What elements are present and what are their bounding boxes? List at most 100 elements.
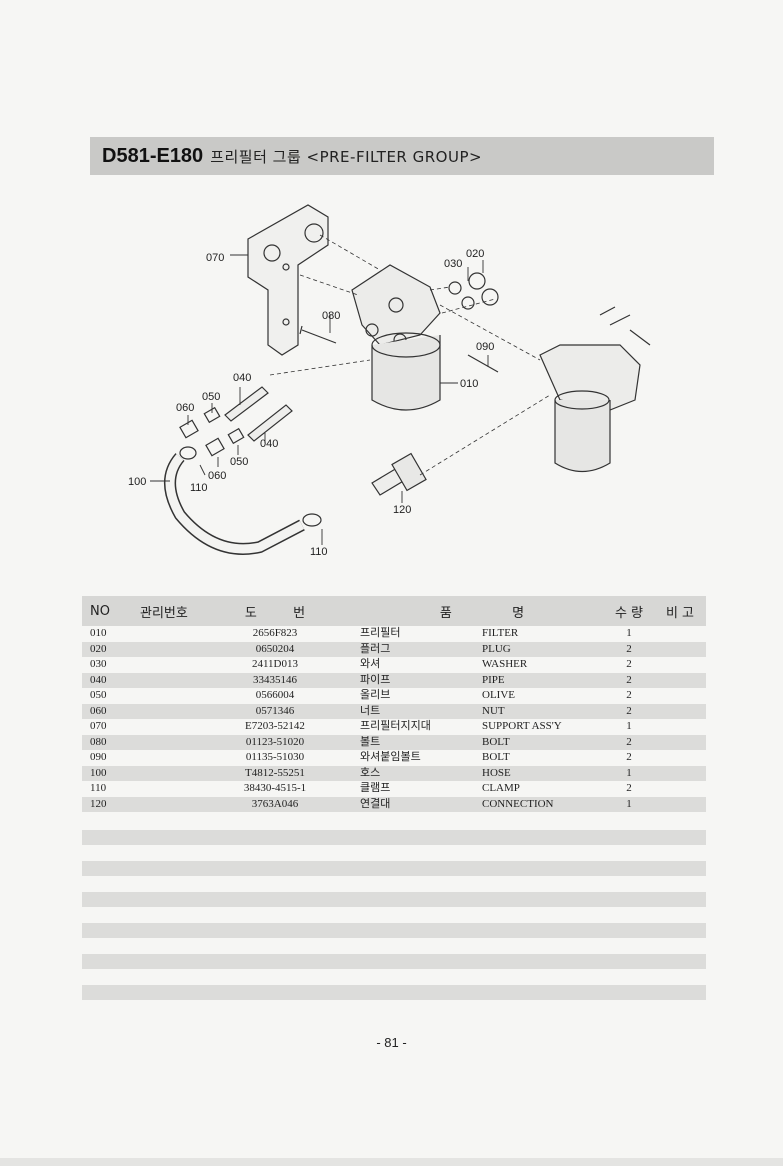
part-number-cell: 060 bbox=[82, 703, 140, 719]
part-number-cell: 050 bbox=[82, 688, 140, 704]
remarks-cell bbox=[654, 641, 706, 657]
drawing-number-cell: 38430-4515-1 bbox=[190, 781, 360, 797]
part-number-cell: 100 bbox=[82, 765, 140, 781]
control-number-cell bbox=[140, 703, 190, 719]
korean-name-cell: 파이프 bbox=[360, 672, 482, 688]
english-name-cell: CLAMP bbox=[482, 781, 604, 797]
control-number-cell bbox=[140, 657, 190, 673]
quantity-cell: 2 bbox=[604, 734, 654, 750]
remarks-cell bbox=[654, 781, 706, 797]
english-name-cell: BOLT bbox=[482, 734, 604, 750]
english-name-cell: CONNECTION bbox=[482, 796, 604, 812]
control-number-cell bbox=[140, 781, 190, 797]
korean-name-cell: 프리필터 bbox=[360, 626, 482, 642]
section-code: D581-E180 bbox=[102, 144, 204, 167]
support-bracket bbox=[247, 204, 329, 356]
korean-name-cell: 볼트 bbox=[360, 734, 482, 750]
part-number-cell: 090 bbox=[82, 750, 140, 766]
blank-table-rows bbox=[82, 830, 706, 1016]
column-header-no: NO bbox=[82, 596, 140, 626]
drawing-number-cell: E7203-52142 bbox=[190, 719, 360, 735]
quantity-cell: 1 bbox=[604, 719, 654, 735]
remarks-cell bbox=[654, 765, 706, 781]
drawing-number-cell: 3763A046 bbox=[190, 796, 360, 812]
remarks-cell bbox=[654, 626, 706, 642]
drawing-number-cell: 0566004 bbox=[190, 688, 360, 704]
callout-label: 100 bbox=[128, 476, 146, 488]
drawing-number-cell: T4812-55251 bbox=[190, 765, 360, 781]
callout-label: 120 bbox=[393, 504, 411, 516]
control-number-cell bbox=[140, 796, 190, 812]
drawing-number-cell: 0650204 bbox=[190, 641, 360, 657]
blank-row bbox=[82, 954, 706, 969]
exploded-parts-diagram: 070 080 030 020 090 010 040 050 060 040 … bbox=[90, 195, 710, 575]
control-number-cell bbox=[140, 626, 190, 642]
remarks-cell bbox=[654, 719, 706, 735]
filter-bowl bbox=[371, 335, 441, 411]
part-number-cell: 030 bbox=[82, 657, 140, 673]
callout-label: 060 bbox=[176, 402, 194, 414]
remarks-cell bbox=[654, 657, 706, 673]
quantity-cell: 1 bbox=[604, 765, 654, 781]
part-number-cell: 070 bbox=[82, 719, 140, 735]
callout-label: 040 bbox=[260, 438, 278, 450]
control-number-cell bbox=[140, 719, 190, 735]
english-name-cell: NUT bbox=[482, 703, 604, 719]
quantity-cell: 2 bbox=[604, 641, 654, 657]
column-header-remarks: 비 고 bbox=[654, 596, 706, 626]
table-header-row: NO 관리번호 도 번 품 명 수 량 비 고 bbox=[82, 596, 706, 626]
drawing-number-cell: 01135-51030 bbox=[190, 750, 360, 766]
korean-name-cell: 너트 bbox=[360, 703, 482, 719]
drawing-number-cell: 2411D013 bbox=[190, 657, 360, 673]
korean-name-cell: 플러그 bbox=[360, 641, 482, 657]
english-name-cell: WASHER bbox=[482, 657, 604, 673]
page-bottom-edge bbox=[0, 1158, 783, 1166]
control-number-cell bbox=[140, 765, 190, 781]
diagram-svg: 070 080 030 020 090 010 040 050 060 040 … bbox=[128, 204, 651, 558]
column-header-drawing-number: 도 번 bbox=[190, 596, 360, 626]
korean-name-cell: 호스 bbox=[360, 765, 482, 781]
callout-label: 060 bbox=[208, 470, 226, 482]
part-number-cell: 110 bbox=[82, 781, 140, 797]
column-header-part-name: 품 명 bbox=[360, 596, 604, 626]
part-name-header-part: 품 bbox=[439, 605, 452, 621]
quantity-cell: 1 bbox=[604, 626, 654, 642]
callout-label: 080 bbox=[322, 310, 340, 322]
remarks-cell bbox=[654, 796, 706, 812]
blank-row bbox=[82, 892, 706, 907]
column-header-quantity: 수 량 bbox=[604, 596, 654, 626]
part-name-header-part: 명 bbox=[512, 605, 525, 621]
blank-row bbox=[82, 830, 706, 845]
control-number-cell bbox=[140, 688, 190, 704]
callout-label: 090 bbox=[476, 341, 494, 353]
control-number-cell bbox=[140, 672, 190, 688]
quantity-cell: 2 bbox=[604, 672, 654, 688]
english-name-cell: PLUG bbox=[482, 641, 604, 657]
blank-row bbox=[82, 985, 706, 1000]
remarks-cell bbox=[654, 750, 706, 766]
drawing-number-cell: 2656F823 bbox=[190, 626, 360, 642]
remarks-cell bbox=[654, 734, 706, 750]
callout-label: 110 bbox=[310, 546, 328, 558]
blank-row bbox=[82, 923, 706, 938]
drawing-number-header-part: 번 bbox=[293, 605, 306, 621]
part-number-cell: 020 bbox=[82, 641, 140, 657]
page-number: - 81 - bbox=[376, 1035, 407, 1050]
english-name-cell: HOSE bbox=[482, 765, 604, 781]
remarks-cell bbox=[654, 672, 706, 688]
control-number-cell bbox=[140, 750, 190, 766]
english-name-cell: BOLT bbox=[482, 750, 604, 766]
section-title: 프리필터 그룹 <PRE-FILTER GROUP> bbox=[210, 147, 483, 166]
column-header-control-number: 관리번호 bbox=[140, 596, 190, 626]
part-number-cell: 040 bbox=[82, 672, 140, 688]
korean-name-cell: 클램프 bbox=[360, 781, 482, 797]
